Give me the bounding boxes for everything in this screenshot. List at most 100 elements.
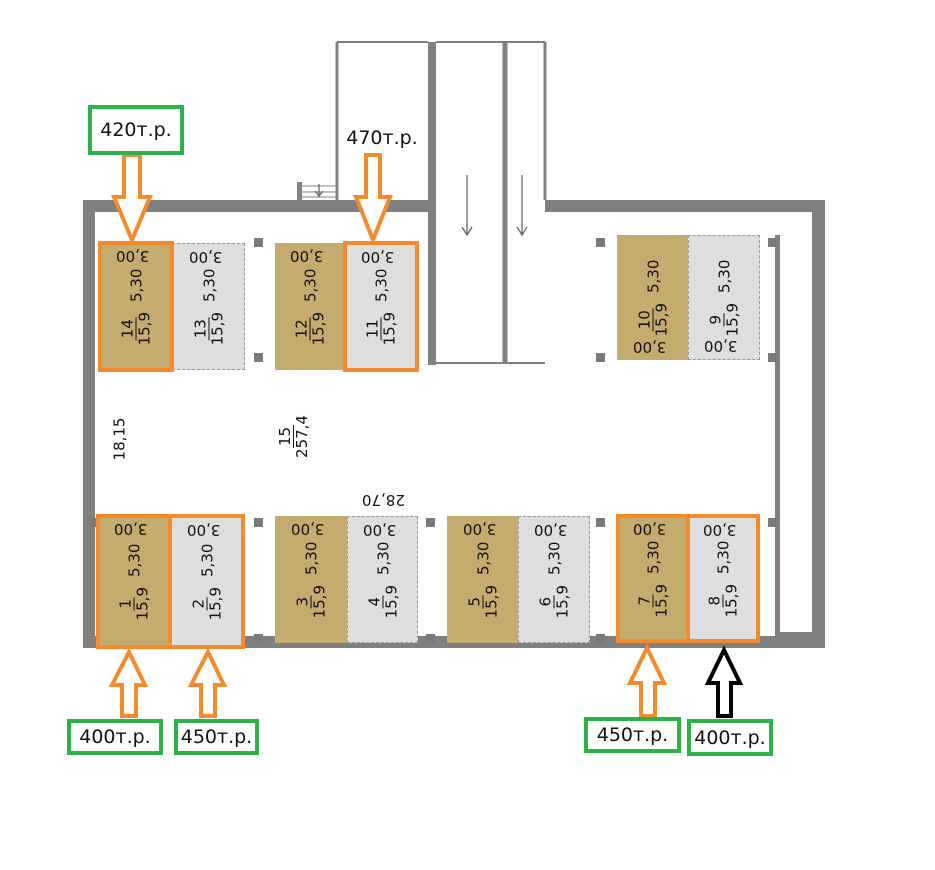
space-area: 15,9 bbox=[482, 584, 500, 618]
space-width: 3,00 bbox=[188, 248, 222, 266]
space-area: 15,9 bbox=[382, 584, 400, 618]
space-number: 7 bbox=[635, 593, 654, 607]
space-number: 5 bbox=[465, 594, 483, 608]
arrow-up-icon bbox=[626, 643, 668, 718]
space-width: 3,00 bbox=[362, 521, 396, 539]
space-width: 3,00 bbox=[462, 520, 496, 538]
space-width: 3,00 bbox=[361, 248, 395, 266]
space-area: 15,9 bbox=[206, 586, 224, 620]
arrow-up-icon bbox=[108, 647, 149, 718]
space-number: 12 bbox=[292, 316, 311, 340]
space-length: 5,30 bbox=[302, 541, 320, 575]
price-label-11: 470т.р. bbox=[346, 127, 418, 149]
space-number: 13 bbox=[191, 316, 209, 340]
space-width: 3,00 bbox=[186, 521, 220, 539]
space-area: 15,9 bbox=[309, 311, 328, 345]
space-length: 5,30 bbox=[643, 259, 662, 293]
space-width: 3,00 bbox=[114, 520, 148, 538]
arrow-down-icon bbox=[353, 153, 393, 246]
space-length: 5,30 bbox=[714, 540, 732, 574]
space-number: 2 bbox=[189, 596, 207, 610]
space-area: 15,9 bbox=[208, 311, 226, 345]
space-width: 3,00 bbox=[290, 247, 324, 265]
space-length: 5,30 bbox=[473, 541, 492, 575]
space-length: 5,30 bbox=[197, 543, 216, 577]
dimension-height: 18,15 bbox=[110, 417, 129, 461]
price-label-8: 400т.р. bbox=[687, 719, 773, 756]
space-area: 15,9 bbox=[723, 302, 742, 336]
space-length: 5,30 bbox=[373, 541, 392, 575]
room-id: 15 bbox=[275, 424, 294, 449]
price-label-2: 450т.р. bbox=[174, 719, 259, 755]
space-number: 1 bbox=[116, 596, 135, 610]
space-area: 15,9 bbox=[310, 584, 329, 618]
space-area: 15,9 bbox=[133, 586, 152, 620]
space-width: 3,00 bbox=[116, 247, 150, 265]
space-number: 10 bbox=[635, 307, 653, 331]
ramp-arrow-icon bbox=[314, 175, 528, 237]
price-label-14: 420т.р. bbox=[88, 105, 184, 155]
space-width: 3,00 bbox=[633, 520, 667, 538]
price-label-1: 400т.р. bbox=[67, 719, 163, 755]
dimension-width: 28,70 bbox=[362, 491, 405, 509]
space-width: 3,00 bbox=[704, 337, 738, 355]
space-area: 15,9 bbox=[135, 311, 154, 345]
space-width: 3,00 bbox=[703, 521, 737, 539]
space-area: 15,9 bbox=[652, 583, 671, 617]
price-label-7: 450т.р. bbox=[584, 717, 681, 753]
arrow-up-icon bbox=[704, 645, 744, 718]
space-length: 5,30 bbox=[715, 259, 733, 293]
space-width: 3,00 bbox=[632, 338, 666, 356]
space-number: 14 bbox=[118, 316, 137, 340]
space-length: 5,30 bbox=[372, 268, 390, 302]
space-number: 9 bbox=[706, 312, 725, 326]
space-length: 5,30 bbox=[545, 541, 563, 575]
space-length: 5,30 bbox=[644, 540, 662, 574]
space-area: 15,9 bbox=[722, 583, 741, 617]
space-number: 4 bbox=[365, 594, 383, 608]
space-length: 5,30 bbox=[199, 268, 218, 302]
columns bbox=[89, 238, 777, 643]
space-length: 5,30 bbox=[127, 268, 145, 302]
space-number: 11 bbox=[363, 316, 382, 340]
space-area: 15,9 bbox=[652, 302, 670, 336]
room-area: 257,4 bbox=[292, 415, 311, 458]
space-area: 15,9 bbox=[380, 311, 399, 345]
space-number: 3 bbox=[293, 594, 312, 608]
space-area: 15,9 bbox=[553, 584, 572, 618]
space-length: 5,30 bbox=[125, 543, 143, 577]
arrow-down-icon bbox=[110, 153, 154, 246]
arrow-up-icon bbox=[187, 647, 228, 718]
space-number: 8 bbox=[705, 593, 724, 607]
space-number: 6 bbox=[536, 594, 555, 608]
space-length: 5,30 bbox=[301, 268, 319, 302]
